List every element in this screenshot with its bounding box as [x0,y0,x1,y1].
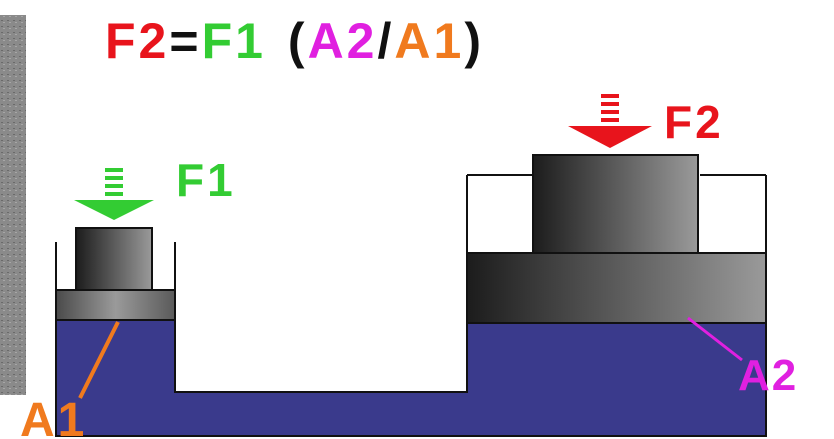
formula-close-paren: ) [464,13,484,69]
background-photo-strip [0,15,26,395]
f1-arrow-icon [74,168,154,220]
f2-arrow-icon [568,94,652,148]
formula-f2: F2 [105,13,169,69]
label-f1: F1 [176,154,236,206]
formula-open-paren: ( [288,13,308,69]
formula-slash: / [378,13,395,69]
formula: F2=F1 (A2/A1) [105,13,484,69]
large-piston-head [466,252,767,324]
a1-pointer-line [78,321,120,399]
small-piston-rod [75,227,153,291]
large-piston-rod [532,154,699,256]
a2-pointer-line [687,316,743,362]
large-cylinder-walls [466,174,767,255]
label-a1: A1 [20,394,87,439]
formula-f1: F1 [202,13,266,69]
formula-a1: A1 [394,13,464,69]
formula-a2: A2 [308,13,378,69]
small-piston-head [55,289,176,321]
label-f2: F2 [664,96,724,148]
small-cylinder-walls [55,242,176,290]
label-a2: A2 [738,351,798,400]
formula-equals: = [169,13,201,69]
hydraulic-fluid [55,319,767,437]
